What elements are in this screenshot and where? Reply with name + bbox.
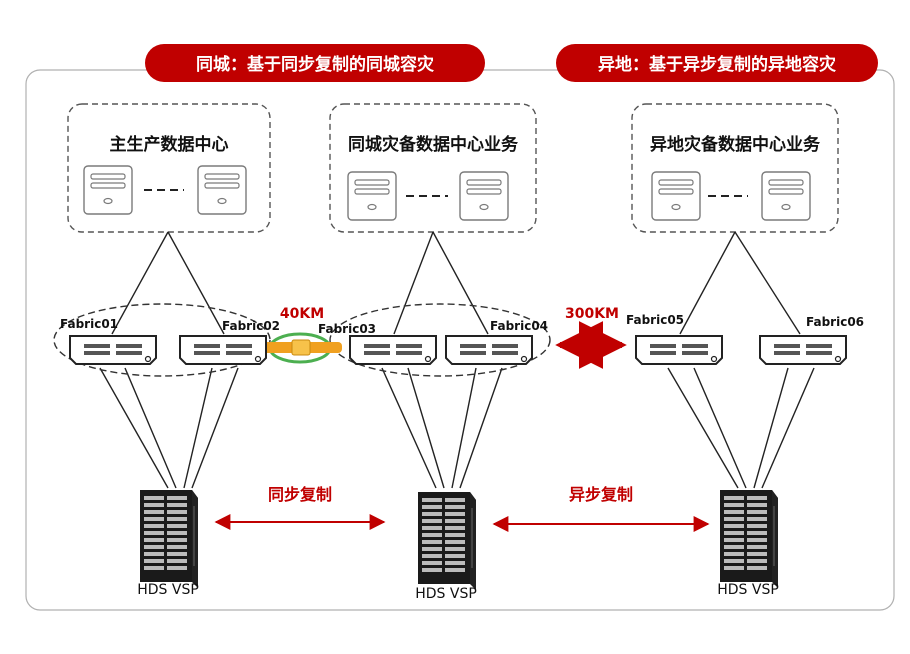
storage-array-icon xyxy=(139,489,199,589)
async-zone-title: 异地：基于异步复制的异地容灾 xyxy=(598,54,837,75)
fabric05-switch-icon xyxy=(635,335,723,365)
fabric02-label: Fabric02 xyxy=(222,319,280,333)
storage-primary-label: HDS VSP xyxy=(137,582,199,598)
remote-distance-label: 300KM xyxy=(565,306,619,322)
datacenter-metro: 同城灾备数据中心业务 xyxy=(329,103,537,233)
fabric-group-metro xyxy=(329,303,551,377)
sync-zone-header: 同城：基于同步复制的同城容灾 xyxy=(145,44,485,82)
fabric03-switch-icon xyxy=(349,335,437,365)
fabric05-label: Fabric05 xyxy=(626,313,684,327)
storage-array-icon xyxy=(417,491,477,591)
async-zone-header: 异地：基于异步复制的异地容灾 xyxy=(556,44,878,82)
datacenter-primary-title: 主生产数据中心 xyxy=(110,134,229,155)
fabric-group-primary xyxy=(53,303,271,377)
datacenter-remote-title: 异地灾备数据中心业务 xyxy=(650,134,821,155)
server-icon xyxy=(459,171,509,221)
server-switch-links xyxy=(111,231,801,335)
storage-remote-label: HDS VSP xyxy=(717,582,779,598)
sync-replication-label: 同步复制 xyxy=(268,485,332,504)
server-icon xyxy=(83,165,133,215)
datacenter-remote: 异地灾备数据中心业务 xyxy=(631,103,839,233)
fabric06-label: Fabric06 xyxy=(806,315,864,329)
fabric04-switch-icon xyxy=(445,335,533,365)
fabric06-switch-icon xyxy=(759,335,847,365)
fabric02-switch-icon xyxy=(179,335,267,365)
sync-zone-title: 同城：基于同步复制的同城容灾 xyxy=(196,54,435,75)
datacenter-metro-title: 同城灾备数据中心业务 xyxy=(348,134,519,155)
fabric01-switch-icon xyxy=(69,335,157,365)
server-icon xyxy=(761,171,811,221)
metro-fiber-link xyxy=(262,332,342,364)
storage-metro-label: HDS VSP xyxy=(415,586,477,602)
switch-storage-links xyxy=(99,367,815,489)
fabric01-label: Fabric01 xyxy=(60,317,118,331)
server-icon xyxy=(197,165,247,215)
metro-distance-label: 40KM xyxy=(280,306,324,322)
fabric03-label: Fabric03 xyxy=(318,322,376,336)
storage-array-icon xyxy=(719,489,779,589)
server-icon xyxy=(347,171,397,221)
fabric04-label: Fabric04 xyxy=(490,319,548,333)
datacenter-primary: 主生产数据中心 xyxy=(67,103,271,233)
server-icon xyxy=(651,171,701,221)
async-replication-label: 异步复制 xyxy=(569,485,633,504)
